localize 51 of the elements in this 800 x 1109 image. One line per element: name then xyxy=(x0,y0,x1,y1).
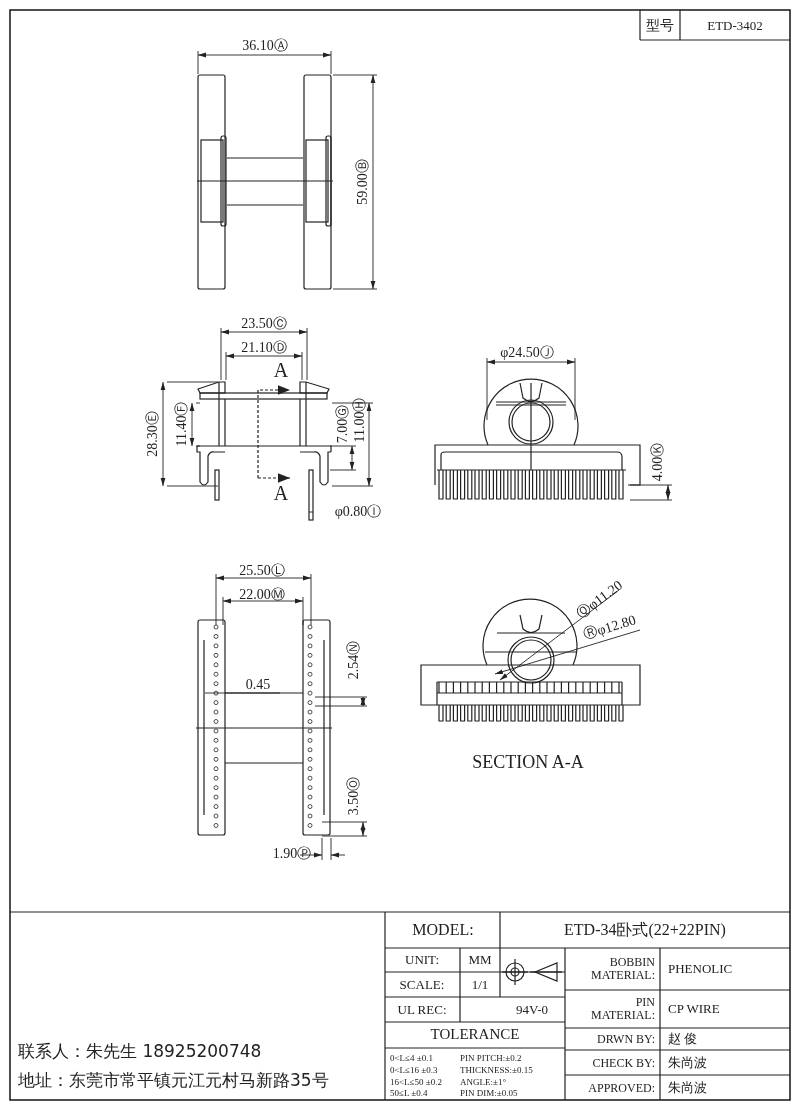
title-block-text: UL REC: xyxy=(397,1003,447,1017)
title-block-text: ANGLE:±1° xyxy=(460,1078,507,1088)
title-block-text: APPROVED: xyxy=(588,1081,655,1095)
title-block-text: THICKNESS:±0.15 xyxy=(460,1066,533,1076)
dimension-label: 59.00Ⓑ xyxy=(355,159,371,205)
part-number-label: ETD-3402 xyxy=(707,19,763,33)
dimension-label: 21.10Ⓓ xyxy=(241,340,287,356)
dimension-label: 2.54Ⓝ xyxy=(346,640,362,680)
dimension-label: 1.90Ⓟ xyxy=(272,846,312,862)
dimension-label: 11.00Ⓗ xyxy=(352,397,368,443)
contact-text: 联系人：朱先生 18925200748 xyxy=(18,1043,262,1061)
title-block-text: TOLERANCE xyxy=(430,1027,520,1043)
title-block-text: 16<L≤50 ±0.2 xyxy=(390,1078,442,1088)
title-block-text: 50≤L ±0.4 xyxy=(390,1089,428,1099)
title-block-text: 0<L≤16 ±0.3 xyxy=(390,1066,438,1076)
dimension-label: 25.50Ⓛ xyxy=(239,563,285,579)
title-block-text: 1/1 xyxy=(471,978,489,992)
part-number-label: 型号 xyxy=(646,18,674,34)
dimension-label: 0.45 xyxy=(245,677,271,693)
dimension-label: 11.40Ⓕ xyxy=(174,401,190,447)
section-mark: A xyxy=(273,359,289,381)
title-block-text: 朱尚波 xyxy=(668,1056,707,1070)
dimension-label: 4.00Ⓚ xyxy=(650,442,666,482)
title-block-text: PIN MATERIAL: xyxy=(590,996,655,1022)
section-title: SECTION A-A xyxy=(472,752,584,772)
title-block-text: 0<L≤4 ±0.1 xyxy=(390,1054,433,1064)
dimension-label: 22.00Ⓜ xyxy=(239,587,285,603)
title-block-text: PHENOLIC xyxy=(668,962,733,976)
dimension-label: φ24.50Ⓙ xyxy=(500,345,554,361)
contact-text: 地址：东莞市常平镇元江元村马新路35号 xyxy=(18,1072,329,1090)
section-mark: A xyxy=(273,482,289,504)
dimension-label: 7.00Ⓖ xyxy=(335,404,351,444)
title-block-text: UNIT: xyxy=(405,953,439,967)
dimension-label: 3.50Ⓞ xyxy=(346,776,362,816)
title-block-text: BOBBIN MATERIAL: xyxy=(590,956,655,982)
dimension-label: 36.10Ⓐ xyxy=(242,38,288,54)
dimension-label: 28.30Ⓔ xyxy=(145,411,161,457)
title-block-text: CHECK BY: xyxy=(592,1056,655,1070)
title-block-text: PIN PITCH:±0.2 xyxy=(460,1054,522,1064)
title-block-text: MM xyxy=(468,953,492,967)
title-block-text: PIN DIM:±0.05 xyxy=(460,1089,518,1099)
title-block-text: 赵 俊 xyxy=(668,1032,698,1046)
title-block-text: MODEL: xyxy=(412,921,474,939)
title-block-text: 94V-0 xyxy=(516,1003,548,1017)
title-block-text: ETD-34卧式(22+22PIN) xyxy=(564,921,726,939)
dimension-label: 23.50Ⓒ xyxy=(241,316,287,332)
title-block-text: CP WIRE xyxy=(668,1002,720,1016)
title-block-text: DRWN BY: xyxy=(597,1032,655,1046)
title-block-text: SCALE: xyxy=(399,978,445,992)
dimension-label: φ0.80Ⓘ xyxy=(334,504,382,520)
title-block-text: 朱尚波 xyxy=(668,1081,707,1095)
